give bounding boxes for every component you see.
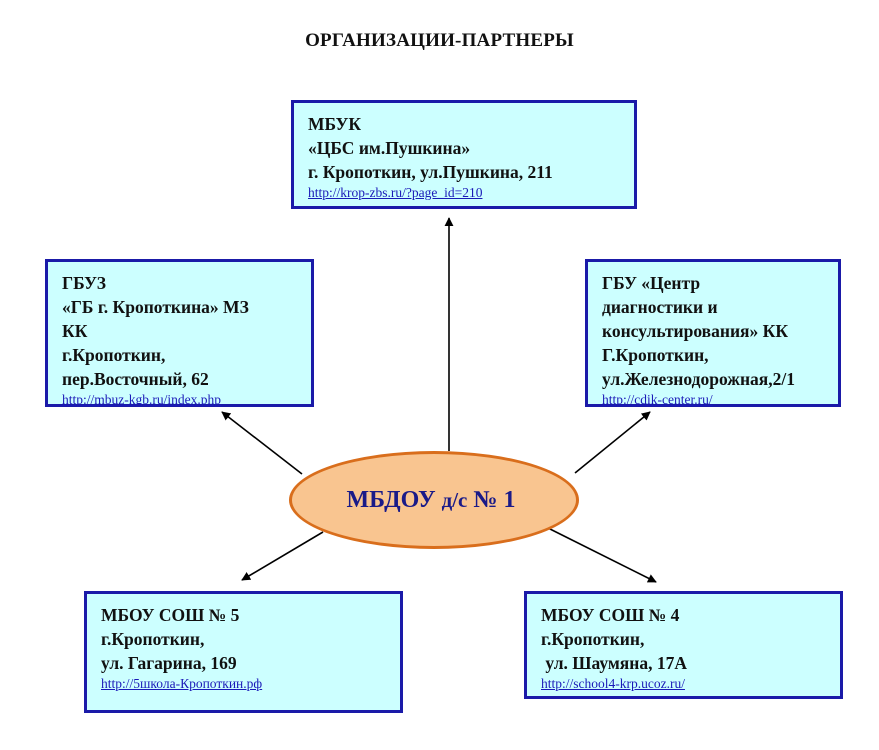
partner-line: г.Кропоткин, bbox=[62, 345, 166, 365]
partner-line: МБУК bbox=[308, 114, 362, 134]
partner-line: г.Кропоткин, bbox=[541, 629, 645, 649]
partner-line: диагностики и bbox=[602, 297, 718, 317]
partner-link[interactable]: http://5школа-Кропоткин.рф bbox=[101, 676, 263, 691]
partner-line: Г.Кропоткин, bbox=[602, 345, 709, 365]
partner-line: «ГБ г. Кропоткина» МЗ bbox=[62, 297, 249, 317]
arrow-to-bottom-right bbox=[547, 527, 657, 583]
partner-box-school-4: МБОУ СОШ № 4 г.Кропоткин, ул. Шаумяна, 1… bbox=[524, 591, 843, 699]
center-name: МБДОУ bbox=[346, 486, 436, 513]
center-organization: МБДОУ д/с № 1 bbox=[289, 451, 579, 549]
center-number: № 1 bbox=[473, 486, 516, 513]
partner-line: г. Кропоткин, ул.Пушкина, 211 bbox=[308, 162, 553, 182]
partner-line: пер.Восточный, 62 bbox=[62, 369, 209, 389]
partner-line: КК bbox=[62, 321, 88, 341]
partner-line: консультирования» КК bbox=[602, 321, 789, 341]
partner-line: «ЦБС им.Пушкина» bbox=[308, 138, 471, 158]
partner-line: МБОУ СОШ № 4 bbox=[541, 605, 680, 625]
partner-box-library: МБУК «ЦБС им.Пушкина» г. Кропоткин, ул.П… bbox=[291, 100, 637, 209]
partner-line: ул. Шаумяна, 17А bbox=[541, 653, 687, 673]
center-type: д/с bbox=[441, 487, 468, 512]
partner-link[interactable]: http://mbuz-kgb.ru/index.php bbox=[62, 392, 221, 407]
partner-box-diagnostic-center: ГБУ «Центр диагностики и консультировани… bbox=[585, 259, 841, 407]
partner-line: г.Кропоткин, bbox=[101, 629, 205, 649]
partner-line: ГБУЗ bbox=[62, 273, 106, 293]
arrow-to-bottom-left bbox=[241, 531, 324, 581]
partner-box-hospital: ГБУЗ «ГБ г. Кропоткина» МЗ КК г.Кропотки… bbox=[45, 259, 314, 407]
partner-link[interactable]: http://school4-krp.ucoz.ru/ bbox=[541, 676, 685, 691]
partner-line: ГБУ «Центр bbox=[602, 273, 701, 293]
partner-link[interactable]: http://cdik-center.ru/ bbox=[602, 392, 713, 407]
page-title: ОРГАНИЗАЦИИ-ПАРТНЕРЫ bbox=[305, 30, 574, 51]
arrow-to-left bbox=[221, 411, 303, 475]
partner-line: МБОУ СОШ № 5 bbox=[101, 605, 240, 625]
partner-line: ул.Железнодорожная,2/1 bbox=[602, 369, 796, 389]
partner-box-school-5: МБОУ СОШ № 5 г.Кропоткин, ул. Гагарина, … bbox=[84, 591, 403, 713]
partner-line: ул. Гагарина, 169 bbox=[101, 653, 237, 673]
arrow-to-right bbox=[574, 411, 651, 474]
partner-link[interactable]: http://krop-zbs.ru/?page_id=210 bbox=[308, 185, 483, 200]
